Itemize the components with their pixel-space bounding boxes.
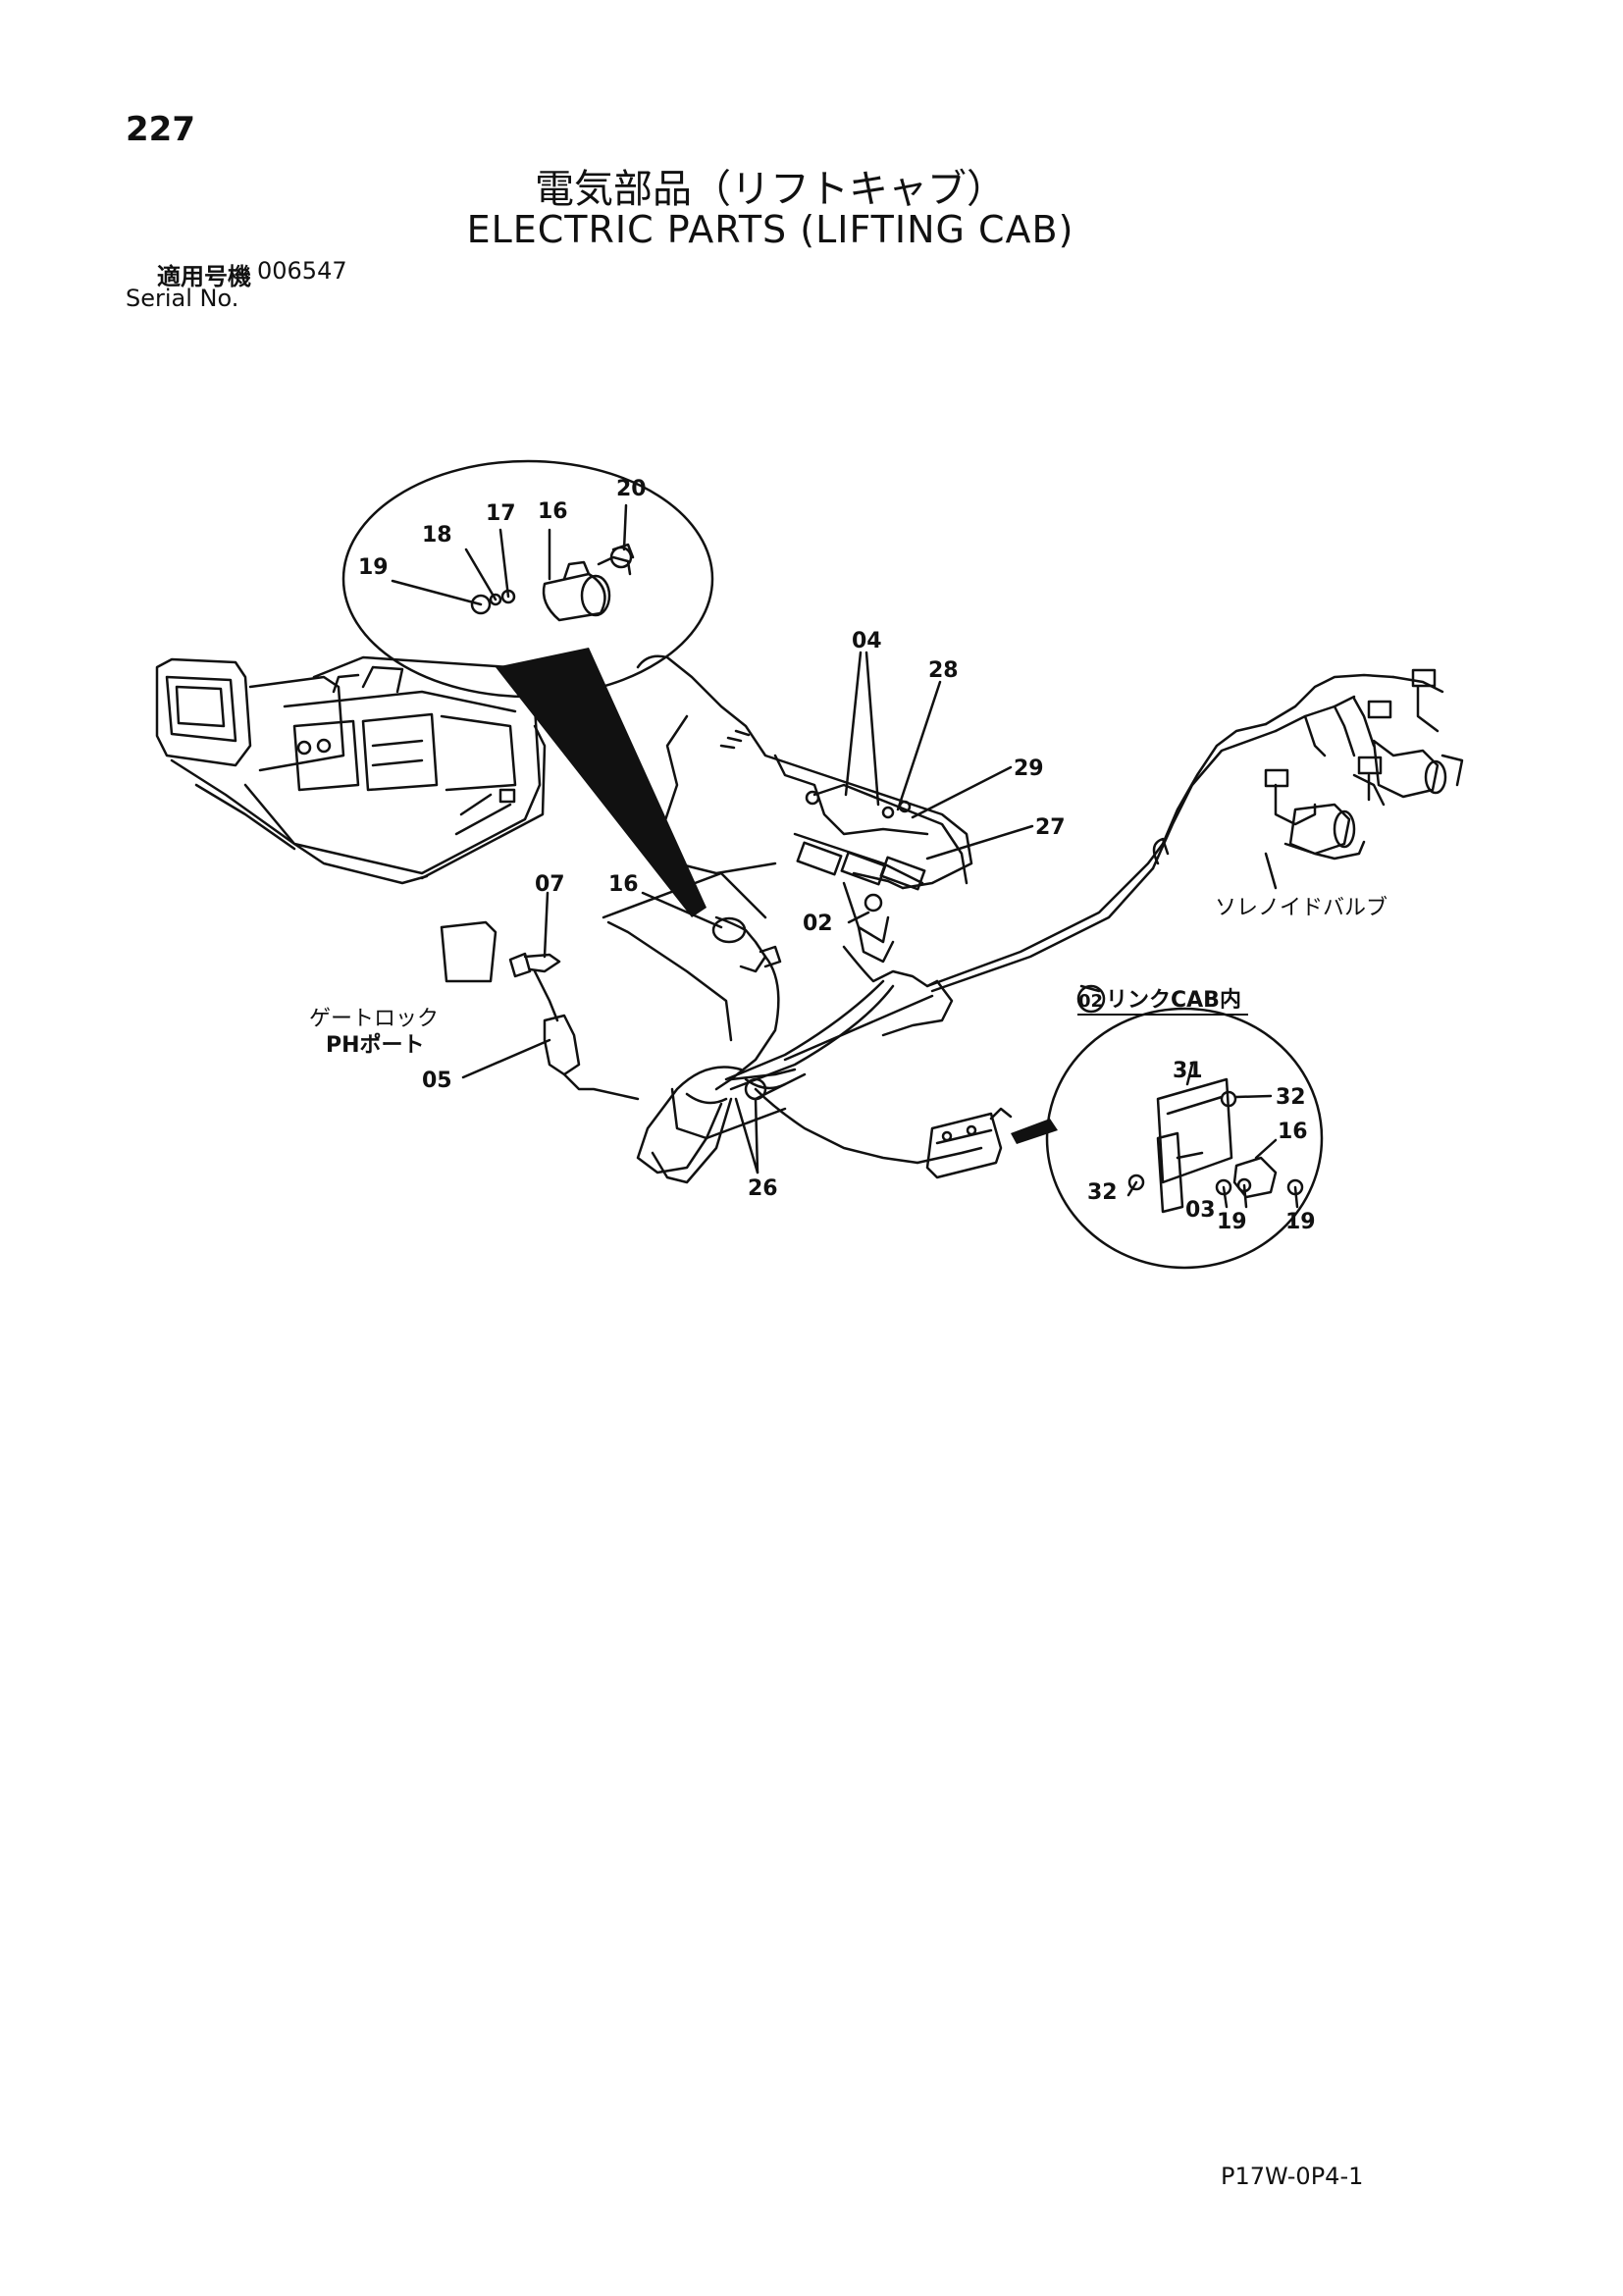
callout-03: 03 — [1185, 1198, 1216, 1223]
label-link-cab: リンクCAB内 — [1106, 988, 1241, 1013]
harness-illustration — [636, 673, 1444, 1184]
label-link-cab-number: 02 — [1078, 991, 1103, 1012]
callout-31: 31 — [1173, 1059, 1203, 1083]
callout-16-bottom: 16 — [1278, 1120, 1308, 1144]
page-number: 227 — [126, 110, 195, 149]
switch-assembly-detail — [470, 543, 635, 622]
callout-28: 28 — [928, 658, 959, 683]
callout-16-top: 16 — [538, 499, 568, 524]
callout-20: 20 — [616, 477, 647, 501]
callout-26: 26 — [748, 1176, 778, 1201]
title-english: ELECTRIC PARTS (LIFTING CAB) — [466, 208, 1074, 251]
solenoid-leader-line — [1264, 852, 1278, 890]
cab-console-illustration — [602, 654, 973, 1042]
title-japanese: 電気部品（リフトキャブ） — [535, 167, 1006, 212]
gate-lock-illustration — [440, 920, 640, 1101]
label-solenoid-valve: ソレノイドバルブ — [1215, 896, 1387, 920]
callout-18: 18 — [422, 523, 452, 548]
link-cab-number-circle — [1076, 984, 1106, 1014]
label-ph-port: PHポート — [326, 1032, 425, 1058]
label-gate-lock: ゲートロック — [309, 1007, 439, 1031]
callout-32-left: 32 — [1087, 1180, 1118, 1205]
callout-27: 27 — [1035, 815, 1066, 840]
detail-oval-bottom — [1045, 1007, 1324, 1270]
bracket-illustration — [925, 1107, 1013, 1179]
callout-02: 02 — [803, 912, 833, 936]
callout-19-mid: 19 — [1217, 1210, 1247, 1234]
detail-arrow — [1011, 1119, 1058, 1144]
callout-04: 04 — [852, 629, 882, 653]
callout-29: 29 — [1014, 757, 1044, 781]
callout-19-top: 19 — [358, 555, 389, 580]
detail-beam — [496, 648, 707, 917]
serial-label-japanese: 適用号機 — [157, 263, 251, 290]
callout-05: 05 — [422, 1069, 452, 1093]
solenoid-valve-illustration — [1264, 668, 1464, 861]
callout-19-right: 19 — [1285, 1210, 1316, 1234]
excavator-overview-illustration — [155, 655, 547, 885]
serial-number: 006547 — [257, 257, 347, 285]
page-code: P17W-0P4-1 — [1221, 2163, 1364, 2190]
callout-17: 17 — [486, 501, 516, 526]
callout-16-mid: 16 — [608, 872, 639, 897]
callout-32-right: 32 — [1276, 1085, 1306, 1110]
callout-07: 07 — [535, 872, 565, 897]
serial-label-english: Serial No. — [126, 285, 239, 312]
